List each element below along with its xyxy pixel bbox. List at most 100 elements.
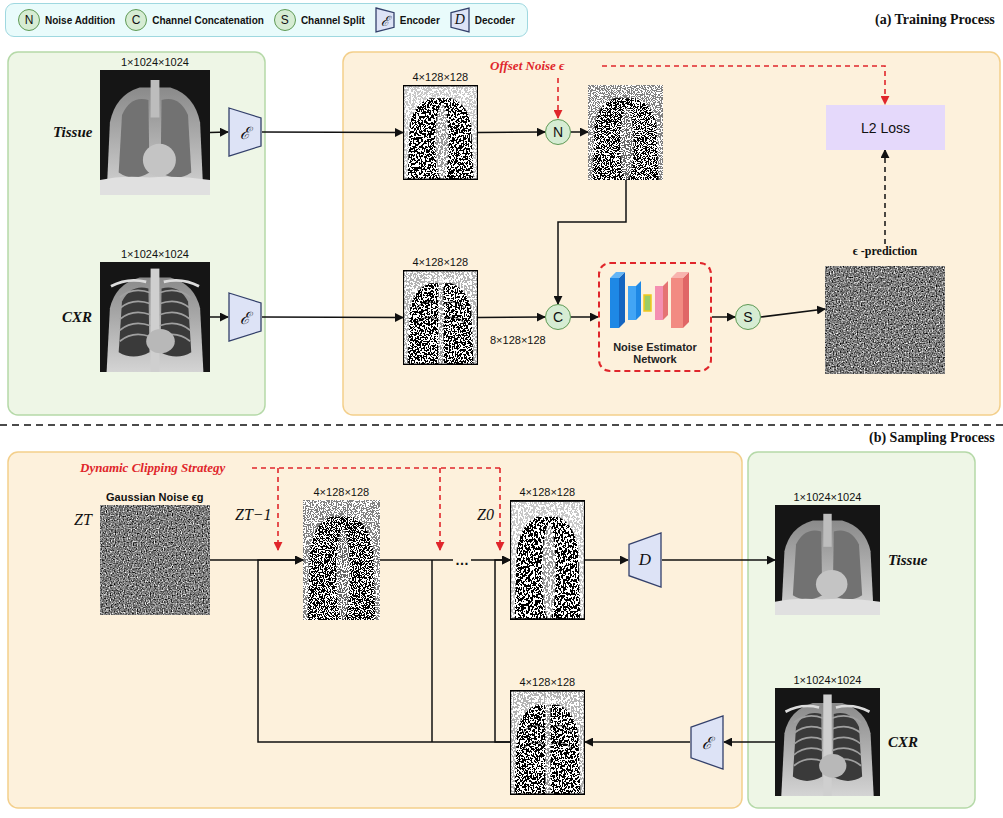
dimension-label: 1×1024×1024 — [794, 674, 862, 686]
image-label: CXR — [62, 309, 92, 326]
encoder-block: ℰ — [228, 107, 262, 157]
image-node: 1×1024×1024CXR — [100, 262, 210, 372]
decoder-block: D — [628, 532, 662, 588]
dimension-label: 1×1024×1024 — [794, 491, 862, 503]
legend-letter: C — [132, 13, 141, 27]
flow-arrow — [210, 131, 228, 133]
rect-element — [671, 278, 683, 328]
legend-text: Noise Addition — [45, 15, 115, 26]
panel-title: (a) Training Process — [875, 12, 995, 28]
trapezoid-outline — [229, 108, 261, 156]
image-label: Gaussian Noise ϵg — [106, 491, 204, 503]
legend-item: SChannel Split — [274, 9, 365, 31]
legend-sample: D — [450, 7, 470, 33]
line-element — [571, 131, 588, 133]
flow-arrow — [380, 559, 510, 561]
dimension-label: 1×1024×1024 — [121, 248, 189, 260]
flow-arrow — [478, 131, 545, 133]
use-element — [588, 85, 663, 180]
dashed-arrow — [884, 150, 886, 244]
operation-circle: N — [545, 119, 571, 145]
latent-node: 4×128×128 — [403, 85, 478, 180]
prediction-node: ϵ -prediction — [825, 244, 945, 374]
polyline-element — [558, 180, 626, 304]
line-element — [277, 468, 279, 550]
legend-letter: S — [281, 13, 289, 27]
image-label: Tissue — [888, 552, 927, 569]
use-element — [403, 85, 478, 180]
legend-sample: N — [18, 9, 40, 31]
legend-item: N Noise Addition — [18, 9, 115, 31]
polygon-element — [610, 272, 625, 278]
dimension-label: 1×1024×1024 — [121, 56, 189, 68]
dimension-label: 4×128×128 — [314, 486, 370, 498]
image-node: 1×1024×1024Tissue — [100, 70, 210, 195]
line-element — [252, 467, 500, 469]
rect-element — [8, 452, 742, 808]
dimension-label: 4×128×128 — [413, 256, 469, 268]
image-node: 1×1024×1024CXR — [775, 688, 880, 796]
use-element — [775, 505, 880, 615]
dimension-label: 4×128×128 — [413, 71, 469, 83]
flow-arrow — [585, 741, 690, 743]
rect-element — [343, 52, 1000, 415]
operation-circle: S — [735, 304, 761, 330]
dimension-label: 4×128×128 — [520, 486, 576, 498]
encoder-block: ℰ — [228, 292, 262, 342]
polygon-element — [636, 281, 641, 320]
rect-element — [655, 286, 663, 320]
latent-node: ZT−14×128×128 — [303, 500, 380, 620]
polyline-element — [602, 66, 885, 104]
legend-item: ℰEncoder — [375, 7, 440, 33]
latent-node: 4×128×128 — [510, 690, 585, 795]
legend-sample: ℰ — [375, 7, 395, 33]
image-label: Z0 — [477, 506, 494, 524]
use-element — [403, 270, 478, 365]
annotation-label: Dynamic Clipping Strategy — [80, 460, 225, 476]
use-element — [510, 690, 585, 795]
trapezoid-outline — [691, 716, 723, 769]
rect-element — [8, 52, 265, 415]
rect-element — [748, 452, 975, 808]
legend-letter: N — [25, 13, 34, 27]
flow-arrow — [258, 560, 510, 742]
network-label: Noise Estimator Network — [604, 341, 706, 365]
ellipsis-label: … — [453, 552, 471, 568]
image-node: 1×1024×1024Tissue — [775, 505, 880, 615]
use-element — [510, 500, 585, 620]
dimension-label: 4×128×128 — [520, 676, 576, 688]
use-element — [100, 70, 210, 195]
flow-arrow — [495, 560, 510, 742]
latent-node: 4×128×128 — [403, 270, 478, 365]
legend-item: CChannel Concatenation — [125, 9, 264, 31]
polygon-element — [663, 281, 668, 320]
flow-arrow — [210, 316, 228, 318]
latent-node: 4×128×128Z0 — [510, 500, 585, 620]
operation-letter: C — [553, 309, 563, 325]
image-label: CXR — [888, 734, 918, 751]
polygon-element — [671, 272, 689, 278]
operation-letter: N — [553, 124, 563, 140]
use-element — [303, 500, 380, 620]
line-element — [499, 468, 501, 550]
box-label: L2 Loss — [861, 120, 910, 136]
image-label: Tissue — [53, 124, 92, 141]
image-label: ZT−1 — [235, 506, 272, 524]
flow-arrow — [262, 131, 403, 133]
use-element — [825, 266, 945, 374]
annotation-label: Offset Noise ϵ — [490, 58, 565, 74]
flow-arrow — [571, 316, 598, 318]
trapezoid-outline — [376, 8, 394, 32]
network-box: Noise Estimator Network — [598, 262, 712, 372]
legend-sample: C — [125, 9, 147, 31]
legend-letter: D — [455, 12, 465, 28]
flow-arrow — [761, 309, 825, 317]
line-element — [0, 424, 1003, 426]
line-element — [439, 468, 441, 550]
g-element — [610, 272, 689, 328]
image-label: ZT — [74, 511, 92, 529]
block-letter: ℰ — [240, 121, 250, 144]
noise-node: Gaussian Noise ϵgZT — [100, 505, 210, 615]
legend-box: N Noise Addition CChannel Concatenation SCh… — [5, 3, 528, 37]
